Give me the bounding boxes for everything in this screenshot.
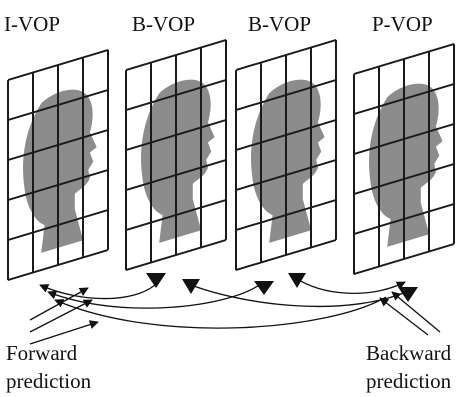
backward-pointer-1 [379,297,429,336]
frames-layer [7,38,455,281]
frame-label-p-vop: P-VOP [372,12,433,36]
forward-pointer-3 [29,320,99,345]
grid-line [8,88,108,121]
forward-arrow-i-to-b1 [39,281,159,300]
forward-arrow-i-to-p [54,296,387,329]
prediction-arrows [29,277,441,345]
vop-frame [7,48,109,281]
grid-line [354,242,454,275]
forward-pointer-1 [29,287,89,321]
grid-line [8,128,108,161]
grid-line [126,78,226,111]
forward-pointer-2 [29,299,93,333]
grid-line [236,78,336,111]
grid-line [354,82,454,115]
backward-arrow-p-to-b1 [185,282,416,308]
grid-line [354,42,454,75]
marker-triangle [146,273,166,288]
backward-label-line1: Backward [366,341,452,365]
frame-label-b-vop-2: B-VOP [248,12,311,36]
grid-line [354,122,454,155]
vop-frame [125,38,227,271]
backward-label-line2: prediction [366,369,452,393]
grid-line [236,198,336,231]
grid-line [126,198,226,231]
grid-line [126,238,226,271]
grid-line [236,158,336,191]
grid-line [8,168,108,201]
grid-line [126,118,226,151]
frame-label-b-vop-1: B-VOP [132,12,195,36]
backward-arrow-p-to-b2 [295,277,406,294]
grid-line [236,118,336,151]
backward-pointer-2 [391,291,441,333]
forward-label-line1: Forward [6,341,78,365]
marker-triangle [254,281,274,295]
grid-line [354,162,454,195]
marker-triangle [182,279,200,294]
vop-frame [353,42,455,275]
grid-line [8,248,108,281]
frame-label-i-vop: I-VOP [4,12,60,36]
marker-triangle [398,287,418,302]
grid-line [126,38,226,71]
grid-line [126,158,226,191]
vop-frame [235,38,337,271]
marker-triangle [288,273,306,288]
forward-arrow-i-to-b2 [47,282,263,309]
frame-markers [146,273,418,302]
grid-line [236,238,336,271]
grid-line [236,38,336,71]
grid-line [354,202,454,235]
forward-label-line2: prediction [6,369,92,393]
grid-line [8,48,108,81]
grid-line [8,208,108,241]
